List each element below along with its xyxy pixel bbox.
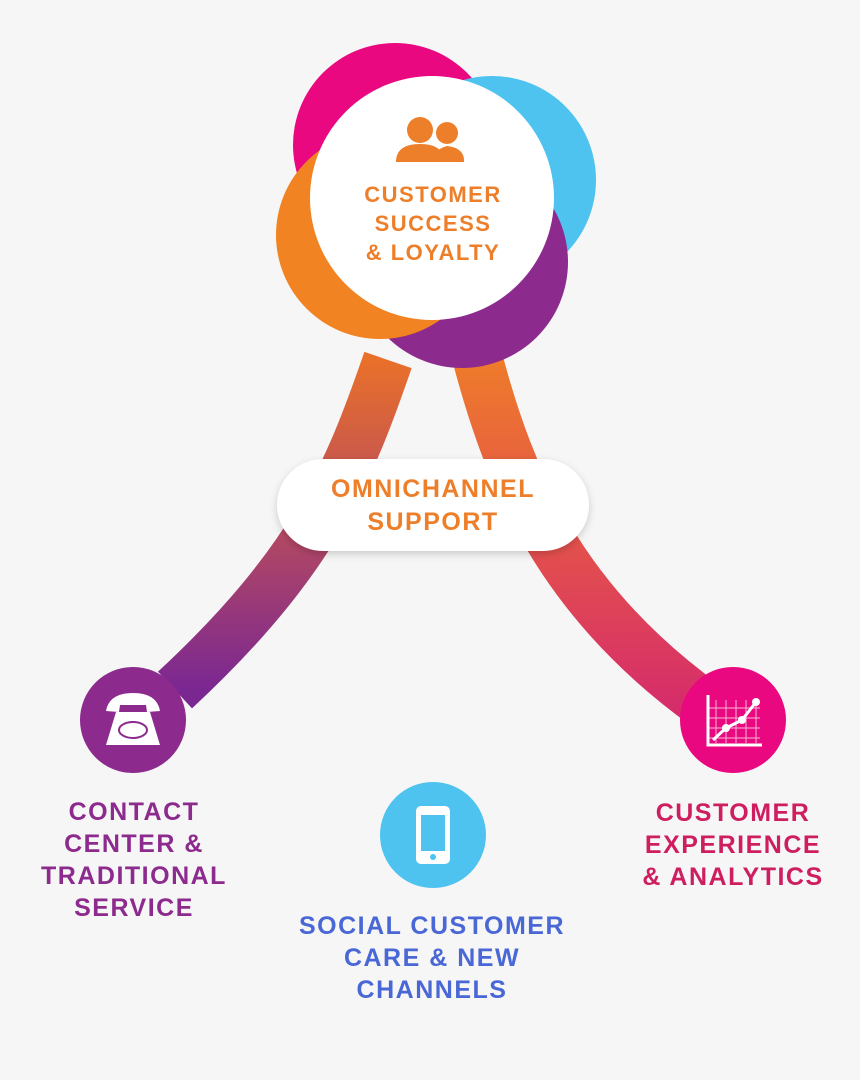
hub-label-line: & LOYALTY	[365, 240, 501, 265]
omnichannel-pill	[277, 459, 589, 551]
omnichannel-label-line: SUPPORT	[367, 508, 499, 536]
social-care-label-line: CARE & NEW	[343, 944, 521, 972]
analytics-node	[680, 667, 786, 773]
smartphone-icon	[416, 806, 450, 864]
analytics-label-line: EXPERIENCE	[644, 831, 822, 859]
social-care-label-line: SOCIAL CUSTOMER	[298, 912, 566, 940]
telephone-icon	[106, 693, 160, 745]
hub-circle-center	[310, 76, 554, 320]
social-care-node	[380, 782, 486, 888]
hub-label-line: CUSTOMER	[364, 182, 502, 207]
omnichannel-label-line: OMNICHANNEL	[331, 475, 535, 503]
contact-center-label-line: TRADITIONAL	[41, 862, 227, 890]
analytics-label-line: CUSTOMER	[655, 799, 811, 827]
contact-center-node	[80, 667, 186, 773]
analytics-label: CUSTOMER EXPERIENCE & ANALYTICS	[612, 797, 854, 893]
chart-icon	[706, 695, 762, 747]
contact-center-label: CONTACT CENTER & TRADITIONAL SERVICE	[10, 796, 258, 924]
hub-label: CUSTOMER SUCCESS & LOYALTY	[330, 180, 536, 267]
contact-center-label-line: SERVICE	[74, 894, 194, 922]
users-icon	[396, 117, 465, 162]
contact-center-label-line: CENTER &	[64, 830, 204, 858]
social-care-label: SOCIAL CUSTOMER CARE & NEW CHANNELS	[262, 910, 602, 1006]
analytics-label-line: & ANALYTICS	[642, 863, 824, 891]
social-care-label-line: CHANNELS	[356, 976, 508, 1004]
hub-label-line: SUCCESS	[374, 211, 492, 236]
contact-center-label-line: CONTACT	[68, 798, 200, 826]
omnichannel-label: OMNICHANNEL SUPPORT	[282, 473, 584, 539]
